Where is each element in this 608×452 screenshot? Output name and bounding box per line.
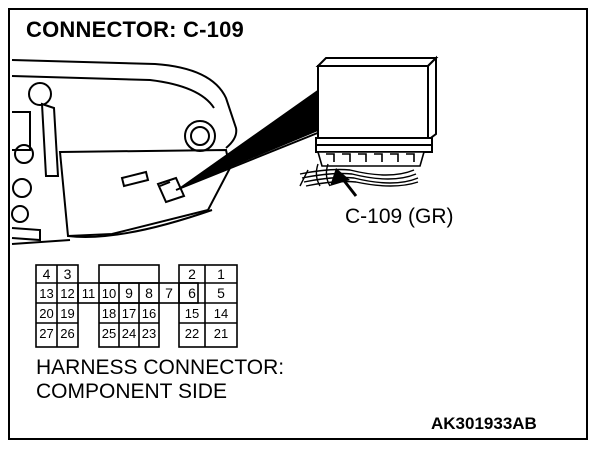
pin-16: 16 bbox=[142, 306, 156, 321]
harness-caption: HARNESS CONNECTOR: COMPONENT SIDE bbox=[36, 356, 284, 404]
pin-3: 3 bbox=[64, 266, 72, 282]
pin-13: 13 bbox=[39, 286, 53, 301]
pin-26: 26 bbox=[60, 326, 74, 341]
pin-7: 7 bbox=[165, 285, 173, 301]
pin-21: 21 bbox=[214, 326, 228, 341]
pin-numbers: 4 3 2 1 13 12 11 10 9 8 7 6 5 20 19 18 1… bbox=[39, 266, 228, 341]
pin-22: 22 bbox=[185, 326, 199, 341]
connector-label: C-109 (GR) bbox=[345, 205, 454, 228]
pin-10: 10 bbox=[102, 286, 116, 301]
pin-18: 18 bbox=[102, 306, 116, 321]
connector-arrow bbox=[330, 168, 358, 197]
pin-27: 27 bbox=[39, 326, 53, 341]
pin-8: 8 bbox=[145, 285, 153, 301]
connector-body bbox=[316, 151, 426, 167]
pin-12: 12 bbox=[60, 286, 74, 301]
pin-4: 4 bbox=[43, 266, 51, 282]
pin-14: 14 bbox=[214, 306, 228, 321]
wire-harness bbox=[299, 163, 419, 187]
pin-grid bbox=[35, 264, 238, 348]
leader-pointer bbox=[175, 84, 331, 191]
pin-17: 17 bbox=[122, 306, 136, 321]
component-unit bbox=[315, 55, 439, 153]
dashboard-illustration bbox=[11, 59, 238, 245]
pin-15: 15 bbox=[185, 306, 199, 321]
harness-caption-line2: COMPONENT SIDE bbox=[36, 380, 227, 403]
figure-code: AK301933AB bbox=[431, 414, 537, 433]
pin-24: 24 bbox=[122, 326, 136, 341]
pin-9: 9 bbox=[125, 285, 133, 301]
pin-5: 5 bbox=[217, 285, 225, 301]
pin-2: 2 bbox=[188, 266, 196, 282]
pin-1: 1 bbox=[217, 266, 225, 282]
pin-11: 11 bbox=[82, 286, 96, 301]
pin-20: 20 bbox=[39, 306, 53, 321]
pin-25: 25 bbox=[102, 326, 116, 341]
diagram-title: CONNECTOR: C-109 bbox=[26, 17, 244, 42]
pin-19: 19 bbox=[60, 306, 74, 321]
diagram-frame bbox=[8, 8, 588, 440]
harness-caption-line1: HARNESS CONNECTOR: bbox=[36, 356, 285, 379]
pin-6: 6 bbox=[188, 285, 196, 301]
pin-23: 23 bbox=[142, 326, 156, 341]
